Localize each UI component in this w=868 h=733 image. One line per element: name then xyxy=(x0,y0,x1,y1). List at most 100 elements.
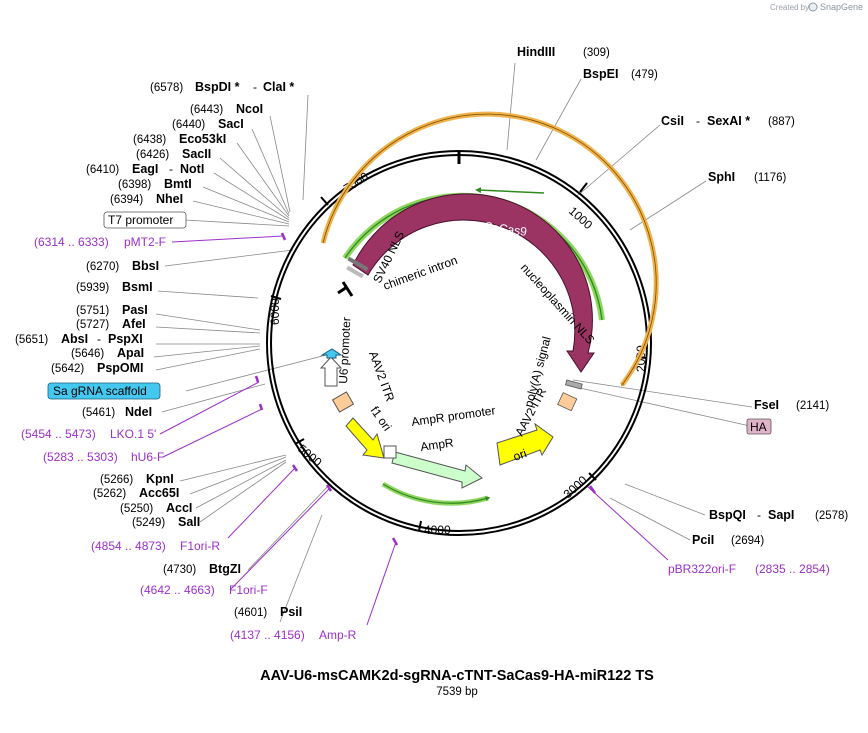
pos-pasi: (5751) xyxy=(76,305,109,317)
feature-f1-ori xyxy=(345,417,385,459)
enzyme-acci: AccI xyxy=(166,501,192,515)
tick-4000: 4000 xyxy=(424,523,451,537)
pos-bspei: (479) xyxy=(631,69,658,81)
label-sacas9: SaCas9 xyxy=(484,219,529,239)
enzyme-pspxi: PspXI xyxy=(108,332,143,346)
pos-nhei: (6394) xyxy=(110,194,143,206)
pos-afei: (5727) xyxy=(76,319,109,331)
enzyme-eagi: EagI xyxy=(132,162,158,176)
primer-pmt2-f: pMT2-F xyxy=(124,235,166,249)
enzyme-pcii: PciI xyxy=(692,533,714,547)
pos-bspqi: (2578) xyxy=(815,510,848,522)
feature-sacas9 xyxy=(352,193,595,373)
enzyme-saci: SacI xyxy=(218,117,244,131)
enzyme-afei: AfeI xyxy=(122,317,146,331)
enzyme-ndei: NdeI xyxy=(125,405,152,419)
pos-lko15: (5454 .. 5473) xyxy=(21,427,96,441)
primer-f1ori-r: F1ori-R xyxy=(180,539,220,553)
sep-csii: - xyxy=(696,114,700,128)
feature-ori xyxy=(496,422,554,466)
sep-absi: - xyxy=(97,332,101,346)
pos-saci: (6440) xyxy=(172,119,205,131)
pos-hu6-f: (5283 .. 5303) xyxy=(43,450,118,464)
credit-prefix: Created by xyxy=(770,3,809,12)
pos-f1ori-r: (4854 .. 4873) xyxy=(91,539,166,553)
pos-acc65i: (5262) xyxy=(93,488,126,500)
feature-label-sa-grna-scaffold: Sa gRNA scaffold xyxy=(53,384,147,398)
pos-absi: (5651) xyxy=(15,334,48,346)
label-ampr: AmpR xyxy=(419,435,454,454)
feature-ha-marker xyxy=(557,379,583,412)
feature-arc-orange-outline xyxy=(322,113,657,387)
pos-eco53ki: (6438) xyxy=(133,134,166,146)
feature-arrow-green xyxy=(475,187,545,194)
primer-lko15: LKO.1 5' xyxy=(110,427,156,441)
enzyme-eco53ki: Eco53kI xyxy=(179,132,226,146)
enzyme-sphi: SphI xyxy=(708,170,735,184)
feature-ampr-arc-outline xyxy=(382,483,491,504)
enzyme-clai: ClaI * xyxy=(263,80,294,94)
enzyme-csii: CsiI xyxy=(661,114,684,128)
enzyme-sacii: SacII xyxy=(182,147,211,161)
pos-pspomi: (5642) xyxy=(51,363,84,375)
snapgene-logo-icon xyxy=(808,2,818,12)
enzyme-pspomi: PspOMI xyxy=(97,361,144,375)
feature-sv40-nls-marker xyxy=(337,256,369,297)
pos-btgzi: (4730) xyxy=(163,564,196,576)
label-f1-ori: f1 ori xyxy=(368,404,395,434)
leader-lines xyxy=(153,62,753,623)
pos-sphi: (1176) xyxy=(754,172,787,184)
feature-f1-ori-box xyxy=(383,445,397,459)
label-aav2-itr-left: AAV2 ITR xyxy=(366,349,397,403)
primer-amp-r: Amp-R xyxy=(319,628,357,642)
pos-bsmi: (5939) xyxy=(76,282,109,294)
sep-eagi: - xyxy=(169,162,173,176)
enzyme-sexai: SexAI * xyxy=(707,114,750,128)
pos-pmt2-f: (6314 .. 6333) xyxy=(34,235,109,249)
enzyme-sali: SalI xyxy=(178,515,200,529)
enzyme-ncoi: NcoI xyxy=(236,102,263,116)
tick-6000: 6000 xyxy=(268,298,282,325)
enzyme-psii: PsiI xyxy=(280,605,302,619)
pos-psii: (4601) xyxy=(234,607,267,619)
primer-pbr322ori-f: pBR322ori-F xyxy=(668,562,736,576)
scaffold-box xyxy=(47,382,161,400)
plasmid-title: AAV-U6-msCAMK2d-sgRNA-cTNT-SaCas9-HA-miR… xyxy=(260,668,654,684)
pos-hindiii: (309) xyxy=(583,47,610,59)
t7-promoter-box xyxy=(103,211,187,229)
pos-acci: (5250) xyxy=(120,503,153,515)
pos-eagi: (6410) xyxy=(86,164,119,176)
feature-label-t7-promoter: T7 promoter xyxy=(108,213,173,227)
feature-scaffold-marker xyxy=(320,348,343,359)
feature-ampr xyxy=(391,451,483,489)
pos-fsei: (2141) xyxy=(796,400,829,412)
enzyme-fsei: FseI xyxy=(754,398,779,412)
enzyme-bspqi: BspQI xyxy=(709,508,746,522)
primer-hu6-f: hU6-F xyxy=(131,450,164,464)
label-ampr-promoter: AmpR promoter xyxy=(410,403,496,429)
ha-box xyxy=(746,418,772,435)
enzyme-bspei: BspEI xyxy=(583,67,618,81)
enzyme-nhei: NheI xyxy=(156,192,183,206)
pos-sacii: (6426) xyxy=(136,149,169,161)
scale-ticks xyxy=(270,182,647,532)
enzyme-hindiii: HindIII xyxy=(517,45,555,59)
pos-ncoi: (6443) xyxy=(190,104,223,116)
pos-pcii: (2694) xyxy=(731,535,764,547)
label-ori: ori xyxy=(511,446,528,464)
enzyme-bbsi: BbsI xyxy=(132,259,159,273)
pos-kpni: (5266) xyxy=(100,474,133,486)
enzyme-absi: AbsI xyxy=(61,332,88,346)
pos-amp-r: (4137 .. 4156) xyxy=(230,628,305,642)
right-labels: HindIII (309) BspEI (479) CsiI - SexAI *… xyxy=(517,45,848,576)
enzyme-bsmi: BsmI xyxy=(122,280,153,294)
enzyme-kpni: KpnI xyxy=(146,472,174,486)
pos-bmti: (6398) xyxy=(118,179,151,191)
pos-csii: (887) xyxy=(768,116,795,128)
enzyme-pasi: PasI xyxy=(122,303,148,317)
pos-ndei: (5461) xyxy=(82,407,115,419)
enzyme-btgzi: BtgZI xyxy=(209,562,241,576)
sep-bspdi: - xyxy=(253,80,257,94)
enzyme-bspdi: BspDI * xyxy=(195,80,240,94)
